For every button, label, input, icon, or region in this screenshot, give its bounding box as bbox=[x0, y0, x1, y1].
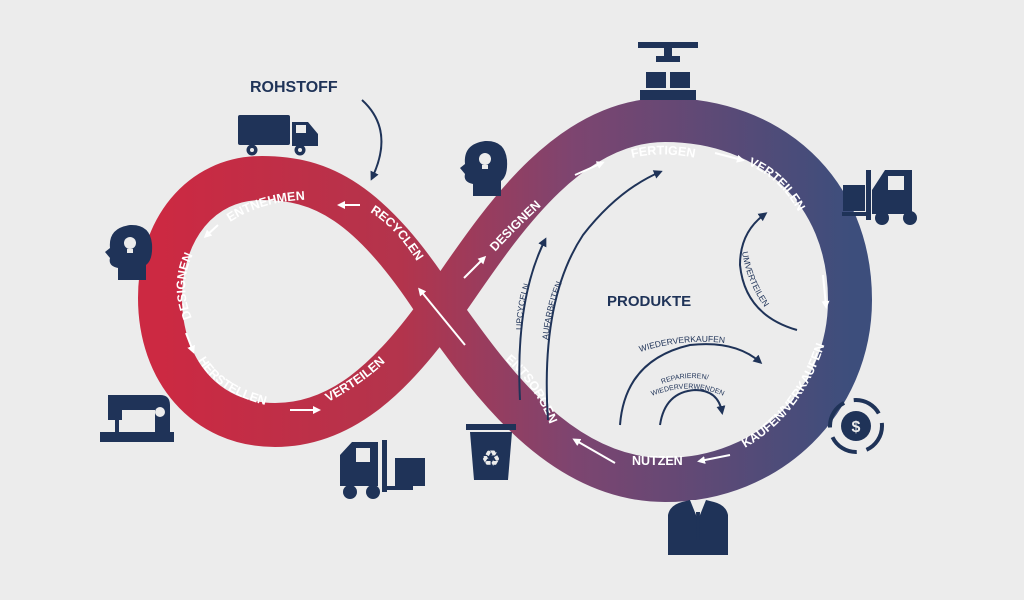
trash-recycle-icon: ♻ bbox=[466, 424, 516, 480]
band-arrows bbox=[185, 152, 830, 464]
label-nutzen: NUTZEN bbox=[632, 454, 683, 468]
svg-text:$: $ bbox=[852, 419, 861, 436]
label-aufarbeiten: AUFARBEITEN bbox=[540, 280, 564, 340]
label-fertigen: FERTIGEN bbox=[630, 143, 697, 160]
dollar-cycle-icon: $ bbox=[828, 398, 884, 454]
center-label-produkte: PRODUKTE bbox=[607, 293, 691, 310]
loop-band bbox=[138, 98, 872, 502]
label-umverteilen: UMVERTEILEN bbox=[740, 251, 771, 309]
label-designen-left: DESIGNEN bbox=[174, 250, 195, 321]
head-lightbulb-center-icon bbox=[460, 140, 508, 196]
head-lightbulb-icon bbox=[105, 224, 153, 280]
crane-pallet-icon bbox=[638, 42, 698, 100]
sewing-machine-icon bbox=[100, 395, 174, 442]
truck-icon bbox=[238, 115, 318, 156]
forklift-right-icon bbox=[842, 170, 917, 225]
suit-icon bbox=[668, 500, 728, 555]
svg-text:♻: ♻ bbox=[481, 447, 501, 472]
title-rohstoff: ROHSTOFF bbox=[250, 79, 338, 96]
rohstoff-arrow bbox=[361, 99, 383, 181]
label-upcyceln: UPCYCELN bbox=[514, 282, 531, 330]
forklift-icon bbox=[340, 440, 425, 499]
label-wiederverkaufen: WIEDERVERKAUFEN bbox=[638, 334, 726, 354]
inner-arrows bbox=[518, 170, 798, 426]
